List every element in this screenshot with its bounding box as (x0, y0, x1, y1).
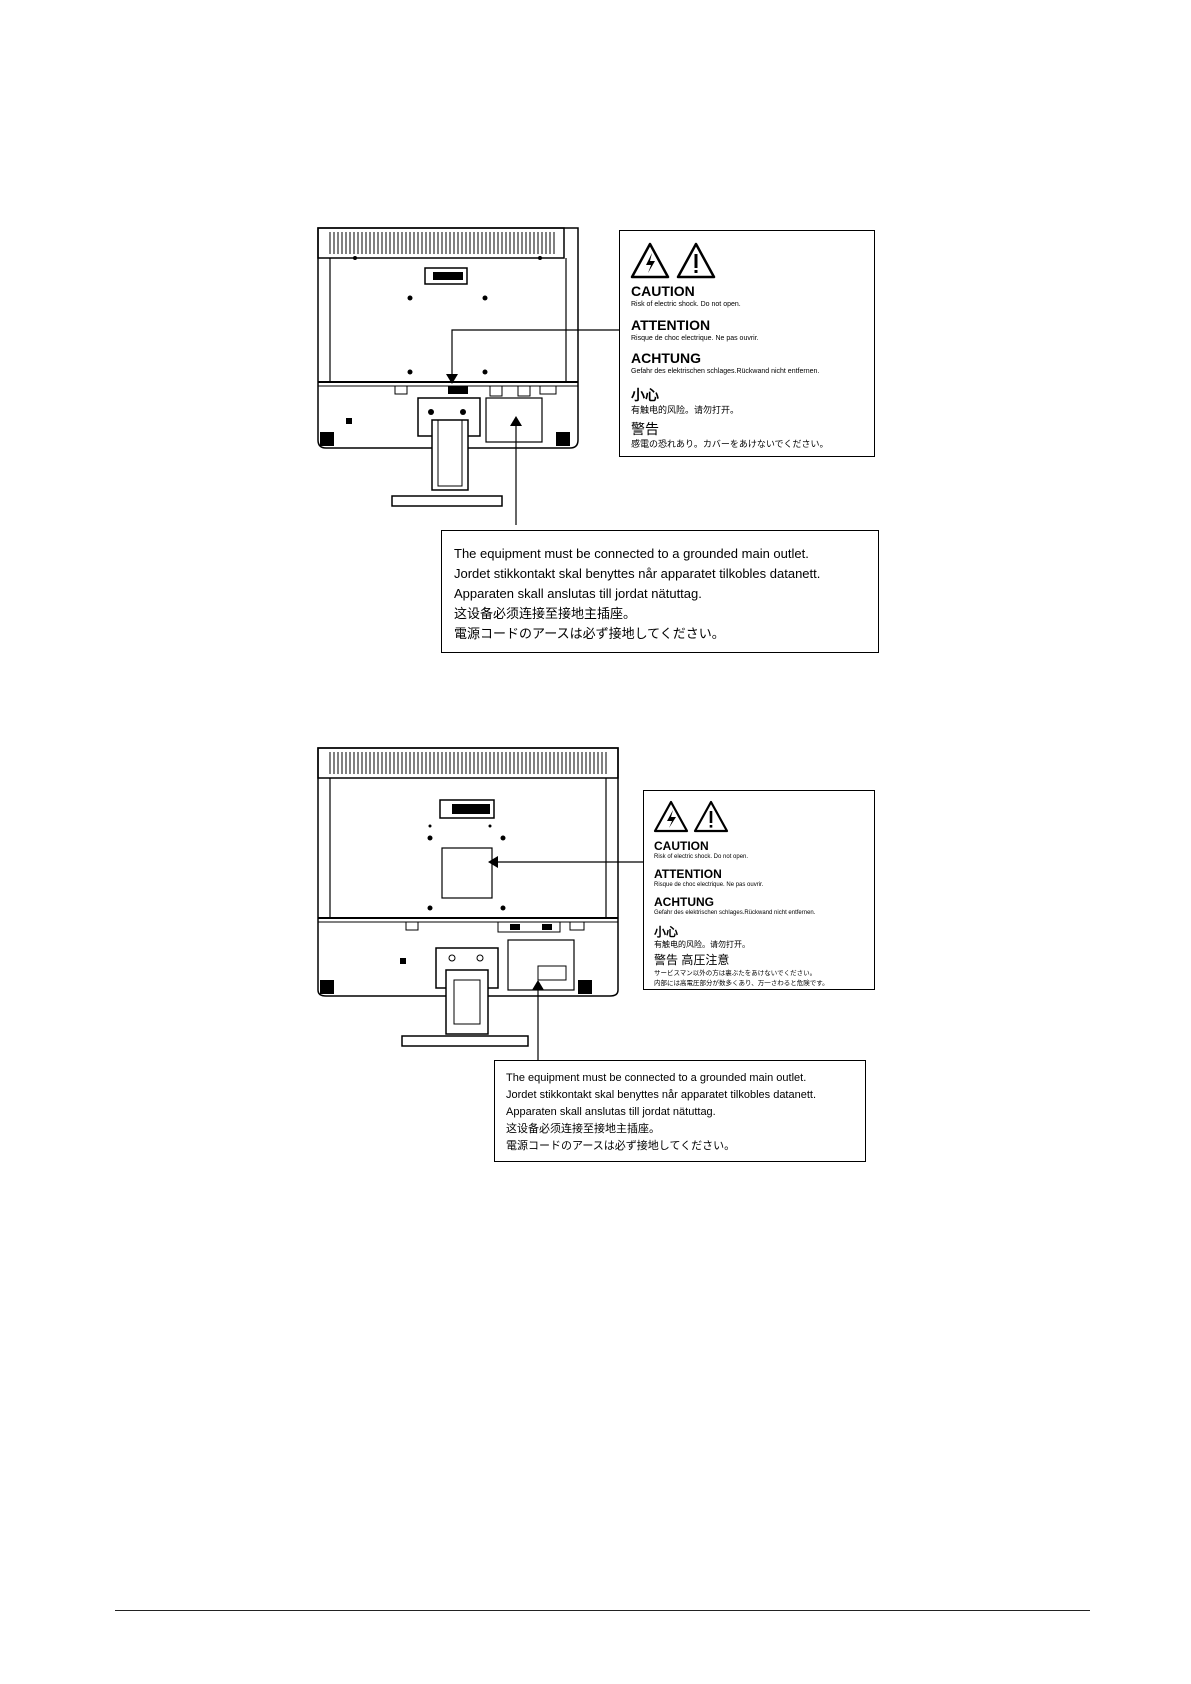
footer-divider (115, 1610, 1090, 1611)
caution-label-2: CAUTION Risk of electric shock. Do not o… (643, 790, 875, 990)
japanese-text: 感電の恐れあり。カバーをあけないでください。 (631, 439, 829, 449)
ground-line-no: Jordet stikkontakt skal benyttes når app… (454, 566, 821, 581)
monitor-rear-illustration-2 (317, 747, 644, 1070)
achtung-text: Gefahr des elektrischen schlages.Rückwan… (654, 910, 816, 916)
ground-line-en: The equipment must be connected to a gro… (506, 1072, 807, 1084)
ground-line-no: Jordet stikkontakt skal benyttes når app… (506, 1089, 817, 1101)
ground-label-lines: The equipment must be connected to a gro… (506, 1073, 816, 1158)
exclamation-warning-icon (693, 800, 729, 833)
achtung-title: ACHTUNG (654, 895, 714, 909)
ground-line-sv: Apparaten skall anslutas till jordat nät… (454, 586, 702, 601)
ground-line-ja: 電源コードのアースは必ず接地してください。 (506, 1140, 736, 1152)
attention-title: ATTENTION (654, 867, 722, 881)
ground-label-2: The equipment must be connected to a gro… (494, 1060, 866, 1162)
achtung-text: Gefahr des elektrischen schlages.Rückwan… (631, 368, 820, 375)
chinese-title: 小心 (631, 387, 659, 403)
electric-shock-warning-icon (653, 800, 689, 833)
ground-line-sv: Apparaten skall anslutas till jordat nät… (506, 1106, 716, 1118)
ground-line-en: The equipment must be connected to a gro… (454, 546, 809, 561)
caution-label-1: CAUTION Risk of electric shock. Do not o… (619, 230, 875, 457)
ground-line-zh: 这设备必须连接至接地主插座。 (454, 606, 637, 621)
caution-title: CAUTION (631, 283, 695, 299)
chinese-text: 有触电的风险。请勿打开。 (654, 940, 750, 949)
exclamation-warning-icon (676, 242, 716, 279)
caution-text: Risk of electric shock. Do not open. (654, 854, 749, 860)
electric-shock-warning-icon (630, 242, 670, 279)
chinese-title: 小心 (654, 925, 679, 939)
warning-icons (630, 242, 716, 279)
ground-line-zh: 这设备必须连接至接地主插座。 (506, 1123, 660, 1135)
ground-label-1: The equipment must be connected to a gro… (441, 530, 879, 653)
achtung-title: ACHTUNG (631, 350, 701, 366)
caution-text: Risk of electric shock. Do not open. (631, 301, 741, 308)
ground-label-lines: The equipment must be connected to a gro… (454, 547, 820, 647)
attention-text: Risque de choc electrique. Ne pas ouvrir… (654, 882, 764, 888)
warning-icons (653, 800, 729, 833)
japanese-title: 警告 高圧注意 (654, 953, 730, 967)
japanese-title: 警告 (631, 421, 659, 437)
monitor-rear-illustration-1 (317, 227, 620, 525)
japanese-text-1: サービスマン以外の方は裏ぶたをあけないでください。 (654, 970, 817, 977)
attention-text: Risque de choc electrique. Ne pas ouvrir… (631, 335, 759, 342)
japanese-text-2: 内部には高電圧部分が数多くあり、万一さわると危険です。 (654, 980, 829, 987)
ground-line-ja: 電源コードのアースは必ず接地してください。 (454, 626, 725, 641)
attention-title: ATTENTION (631, 317, 711, 333)
chinese-text: 有触电的风险。请勿打开。 (631, 405, 740, 415)
caution-title: CAUTION (654, 839, 709, 853)
